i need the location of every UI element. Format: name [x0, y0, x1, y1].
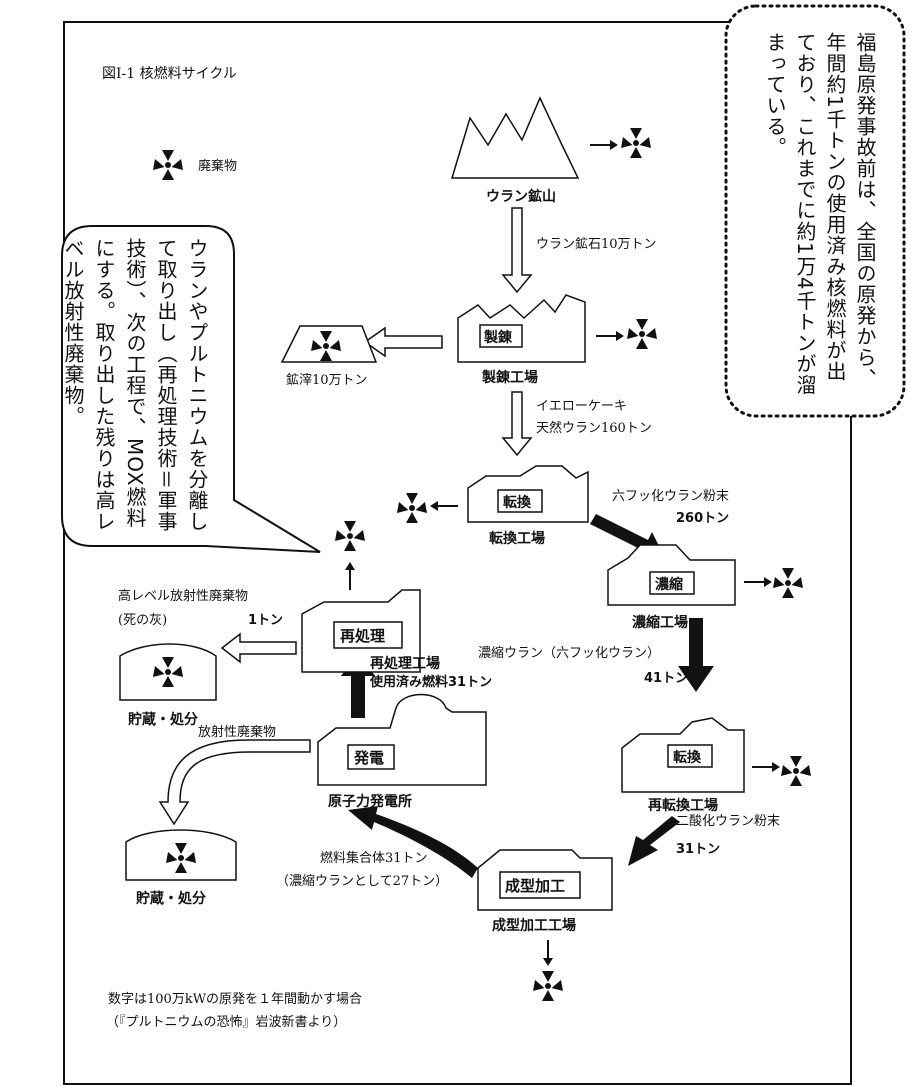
reprocessing-label: 再処理工場 [370, 655, 440, 672]
power-plant-building [317, 693, 487, 786]
radwaste-label: 放射性廃棄物 [198, 724, 276, 740]
conversion-box [497, 489, 543, 513]
hlw-label-3: 1トン [248, 613, 283, 628]
right-note: 福島原発事故前は、全国の原発から、年間約1千トンの使用済み核燃料が出ており、これ… [728, 8, 896, 413]
footer-note-1: 数字は100万kWの原発を１年間動かす場合 [108, 992, 362, 1007]
reconversion-box [667, 744, 713, 768]
enriched-label-2: 41トン [644, 671, 688, 686]
arrow-hlw [220, 632, 297, 664]
right-note-text: 福島原発事故前は、全国の原発から、年間約1千トンの使用済み核燃料が出ており、これ… [763, 32, 877, 396]
fabrication-box-label: 成型加工 [505, 877, 565, 895]
reprocessing-box [333, 621, 403, 649]
uranium-mine-label: ウラン鉱山 [486, 188, 556, 205]
power-box-label: 発電 [353, 749, 384, 767]
hlw-label-1: 高レベル放射性廃棄物 [118, 588, 248, 604]
spent-fuel-label: 使用済み燃料31トン [369, 674, 492, 690]
radiation-trefoil-icon [153, 150, 183, 180]
uf6-label-2: 260トン [676, 511, 729, 526]
yellowcake-label-1: イエローケーキ [536, 399, 627, 414]
arrow-radwaste [158, 739, 311, 826]
legend-label: 廃棄物 [198, 158, 237, 174]
left-callout-text: ウランやプルトニウムを分離して取り出し（再処理技術＝軍事技術）、次の工程で、MO… [61, 238, 209, 532]
storage-label-2: 貯蔵・処分 [136, 890, 206, 907]
fabrication-label: 成型加工工場 [492, 917, 576, 934]
uo2-label-1: 二酸化ウラン粉末 [676, 814, 780, 829]
conversion-box-label: 転換 [503, 494, 532, 511]
arrow-ore [501, 207, 533, 294]
fabrication-box [499, 871, 581, 899]
tailings-pile [280, 325, 378, 363]
enrichment-box [649, 571, 695, 595]
power-box [347, 744, 395, 770]
left-callout: ウランやプルトニウムを分離して取り出し（再処理技術＝軍事技術）、次の工程で、MO… [38, 226, 234, 546]
uranium-mine-mountain [450, 96, 580, 179]
enriched-label-1: 濃縮ウラン（六フッ化ウラン） [478, 645, 660, 661]
hlw-label-2: (死の灰) [118, 613, 167, 628]
reconversion-label: 再転換工場 [648, 797, 718, 814]
arrow-fuel-assembly [348, 806, 478, 878]
page-frame [63, 21, 852, 1085]
enrichment-label: 濃縮工場 [632, 614, 688, 631]
arrow-uo2 [628, 816, 680, 866]
power-plant-label: 原子力発電所 [328, 793, 412, 810]
yellowcake-label-2: 天然ウラン160トン [536, 420, 652, 436]
uo2-label-2: 31トン [676, 842, 720, 857]
uf6-label-1: 六フッ化ウラン粉末 [612, 489, 729, 504]
refinery-box [479, 324, 523, 348]
ore-label: ウラン鉱石10万トン [536, 236, 657, 252]
radiation-trefoil-icon [773, 568, 803, 598]
assembly-label-1: 燃料集合体31トン [320, 850, 428, 866]
refinery-box-label: 製錬 [483, 329, 513, 346]
arrow-yellowcake [501, 391, 533, 457]
radiation-trefoil-icon [621, 128, 651, 158]
radiation-trefoil-icon [335, 521, 365, 551]
footer-note-2: （『プルトニウムの恐怖』岩波新書より） [106, 1014, 346, 1030]
right-note-box [724, 4, 906, 418]
radiation-trefoil-icon [781, 756, 811, 786]
assembly-label-2: （濃縮ウランとして27トン） [276, 873, 448, 889]
left-callout-bubble [61, 225, 321, 553]
radiation-trefoil-icon [397, 493, 427, 523]
tailings-label: 鉱滓10万トン [286, 372, 368, 388]
storage-label-1: 貯蔵・処分 [128, 711, 198, 728]
radiation-trefoil-icon [627, 319, 657, 349]
radiation-trefoil-icon [533, 971, 563, 1001]
reconversion-box-label: 転換 [673, 749, 702, 766]
reprocessing-box-label: 再処理 [340, 627, 385, 645]
conversion-label: 転換工場 [489, 530, 545, 547]
arrow-enriched [678, 618, 714, 692]
enrichment-box-label: 濃縮 [655, 576, 683, 593]
refinery-label: 製錬工場 [481, 369, 538, 386]
figure-title: 図Ⅰ-1 核燃料サイクル [102, 65, 237, 82]
arrow-tailings [363, 326, 443, 358]
